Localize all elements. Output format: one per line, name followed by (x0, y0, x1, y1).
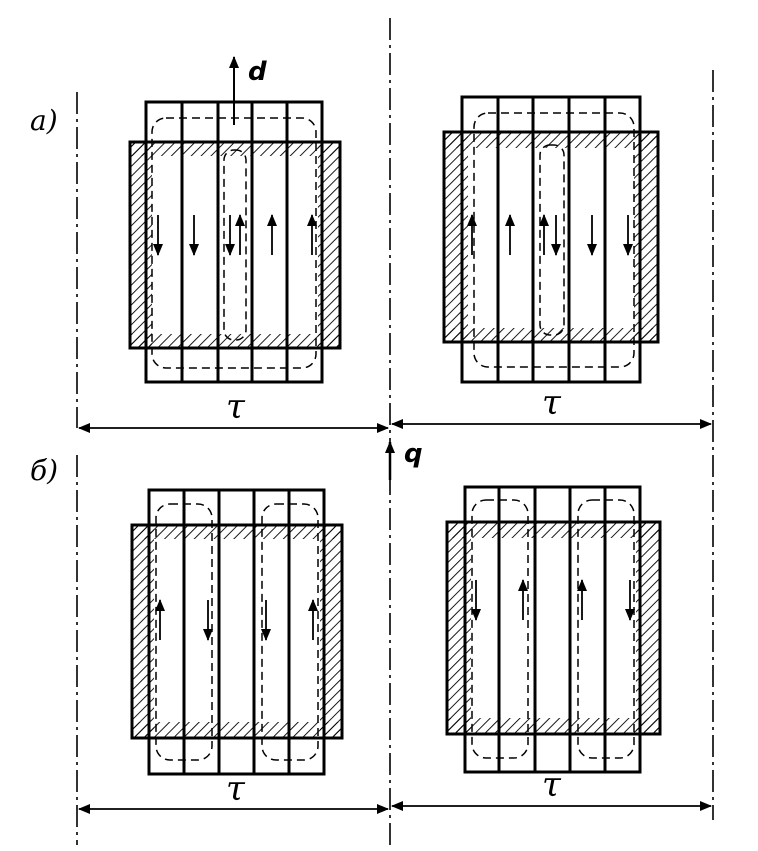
current-paths (473, 112, 635, 368)
hatch-band-top (132, 525, 342, 539)
current-arrows (467, 214, 633, 256)
pole-shoe-right (318, 142, 340, 348)
pole-frame (130, 523, 344, 740)
pole-shoe-left (447, 522, 471, 734)
hatch-band-top (447, 522, 660, 538)
hatch-band-bottom (130, 334, 340, 348)
conductors (497, 487, 607, 772)
tau-label-b-left: τ (226, 769, 246, 809)
pole-shoe-right (634, 132, 658, 342)
pole-pitch-dimensions (78, 419, 712, 814)
panel-b-label: б) (30, 454, 58, 487)
pole-shoe-right (636, 522, 660, 734)
d-axis-label: d (248, 57, 267, 87)
conductors (182, 490, 291, 774)
tau-label-a-right: τ (542, 383, 562, 423)
pole-frame (442, 130, 660, 344)
pole-frame (128, 140, 342, 350)
tau-label-a-left: τ (226, 387, 246, 427)
tau-label-b-right: τ (542, 765, 562, 805)
q-axis-label: q (404, 439, 423, 469)
boundary-lines (76, 18, 714, 845)
pole-shoe-left (130, 142, 152, 348)
coil-unit-a-left (128, 100, 342, 384)
coil-unit-b-right (445, 485, 662, 774)
current-arrows (155, 599, 318, 641)
current-arrows (153, 214, 317, 256)
hatch-band-bottom (447, 718, 660, 734)
coil-unit-b-left (130, 488, 344, 776)
coil-unit-a-right (442, 95, 660, 384)
pole-shoe-right (320, 525, 342, 738)
current-paths (471, 499, 635, 759)
hatch-band-bottom (132, 722, 342, 738)
conductors (496, 97, 607, 382)
current-arrows (471, 579, 635, 621)
pole-shoe-left (444, 132, 468, 342)
panel-a-label: а) (30, 104, 58, 137)
pole-frame (445, 520, 662, 736)
pole-shoe-left (132, 525, 154, 738)
hatch-band-top (130, 142, 340, 156)
current-paths (155, 503, 319, 761)
conductors (180, 102, 289, 382)
